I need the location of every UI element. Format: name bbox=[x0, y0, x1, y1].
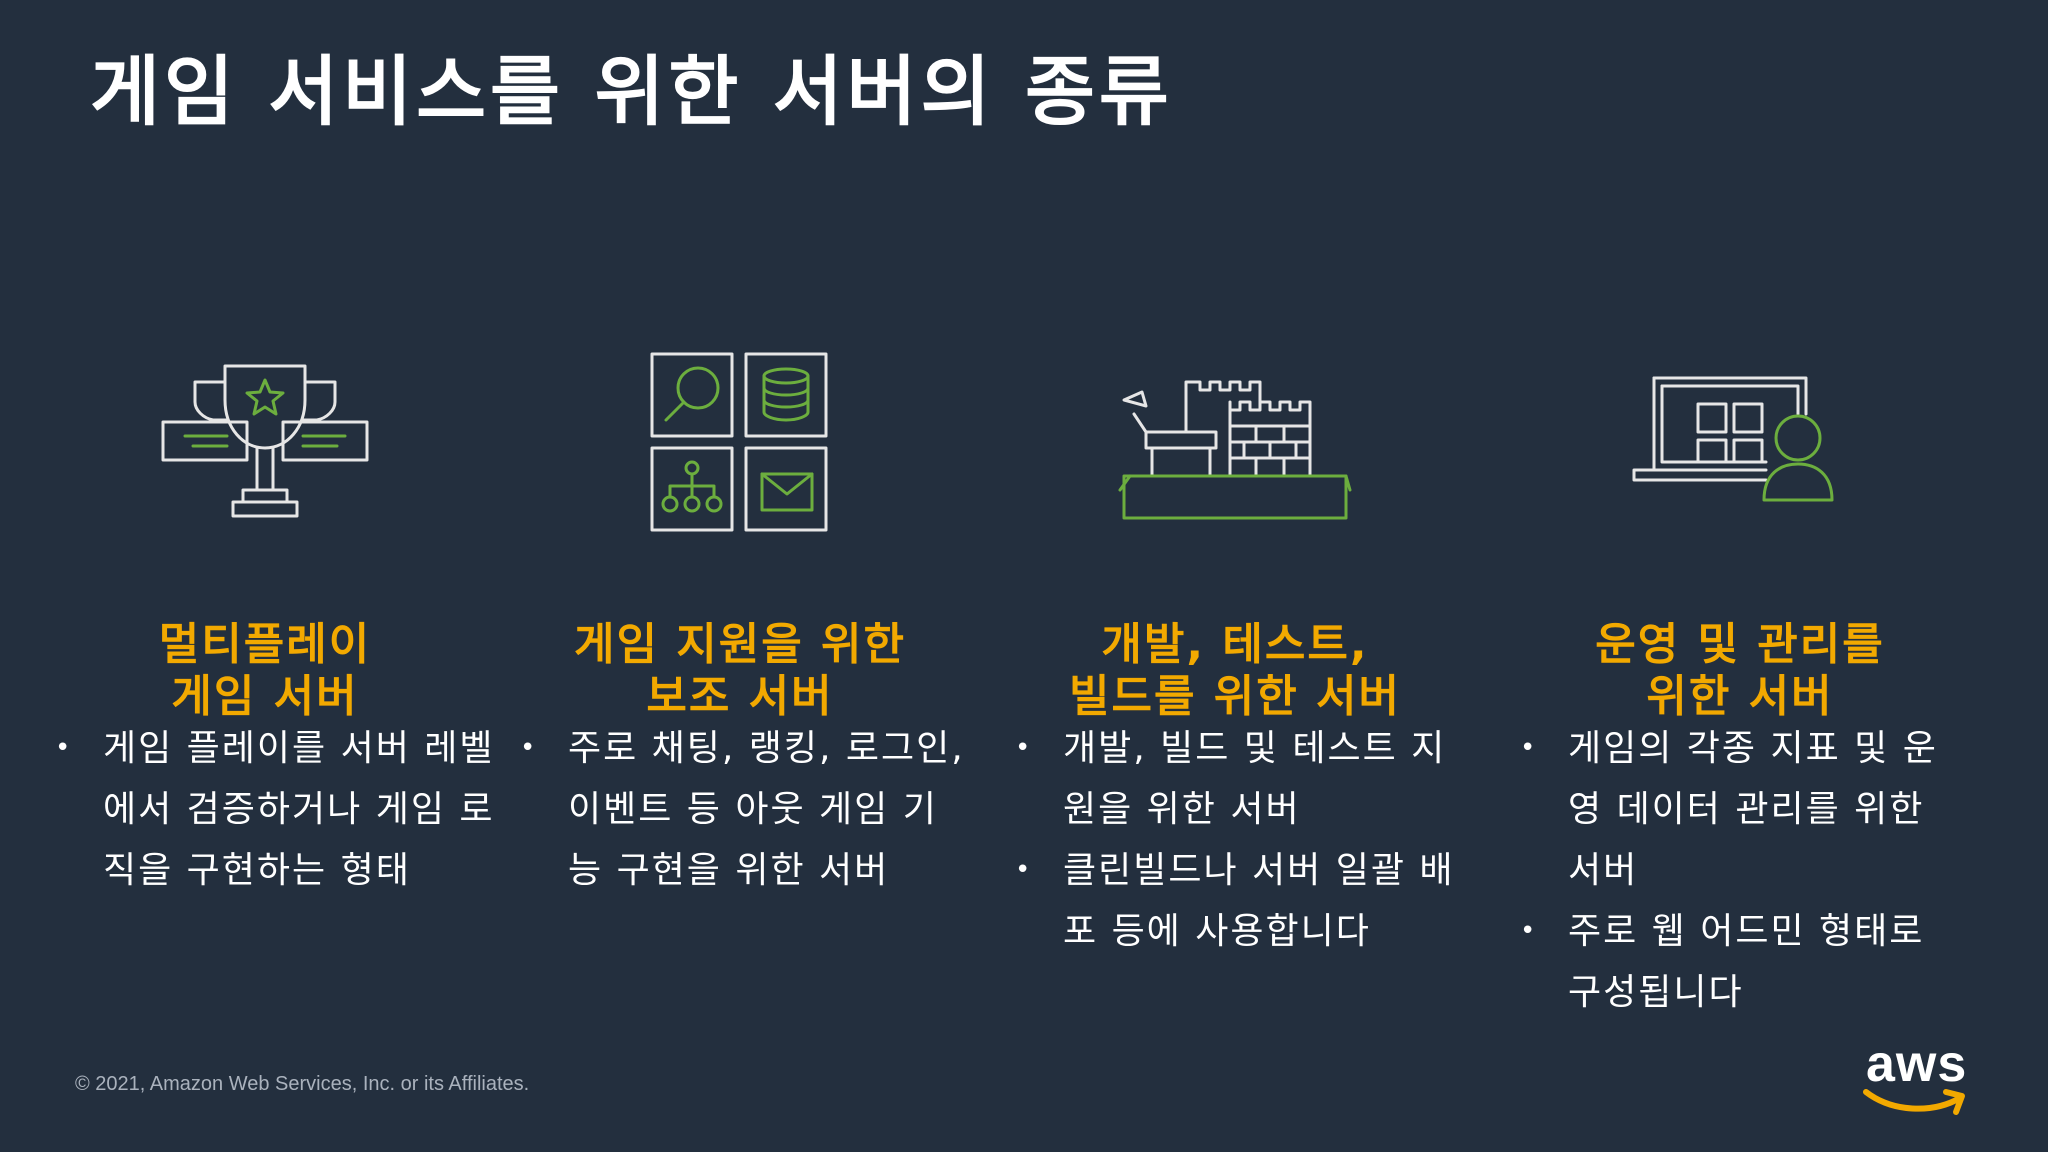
list-item: 주로 웹 어드민 형태로 구성됩니다 bbox=[1520, 901, 1938, 1023]
column-title: 운영 및 관리를 위한 서버 bbox=[1595, 618, 1885, 722]
logo-wordmark: aws bbox=[1866, 1035, 1968, 1093]
smile-arrow-icon bbox=[1863, 1089, 1965, 1115]
trophy-icon bbox=[161, 364, 369, 518]
slide-title: 게임 서비스를 위한 서버의 종류 bbox=[90, 47, 1173, 136]
bullet-list: 게임 플레이를 서버 레벨 에서 검증하거나 게임 로 직을 구현하는 형태 bbox=[55, 718, 495, 901]
bullet-list: 개발, 빌드 및 테스트 지 원을 위한 서버 클린빌드나 서버 일괄 배 포 … bbox=[1015, 718, 1455, 962]
list-item: 주로 채팅, 랭킹, 로그인, 이벤트 등 아웃 게임 기 능 구현을 위한 서… bbox=[520, 718, 965, 901]
column-title: 게임 지원을 위한 보조 서버 bbox=[574, 618, 906, 722]
sandcastle-icon bbox=[1118, 380, 1352, 520]
service-grid-icon bbox=[650, 352, 828, 532]
list-item: 개발, 빌드 및 테스트 지 원을 위한 서버 bbox=[1015, 718, 1455, 840]
bullet-list: 게임의 각종 지표 및 운 영 데이터 관리를 위한 서버 주로 웹 어드민 형… bbox=[1520, 718, 1938, 1023]
column-title: 멀티플레이 게임 서버 bbox=[158, 618, 372, 722]
copyright-notice: © 2021, Amazon Web Services, Inc. or its… bbox=[75, 1073, 530, 1095]
column-title: 개발, 테스트, 빌드를 위한 서버 bbox=[1069, 618, 1401, 722]
admin-laptop-icon bbox=[1632, 376, 1834, 502]
aws-logo: aws bbox=[1862, 1035, 1972, 1118]
bullet-list: 주로 채팅, 랭킹, 로그인, 이벤트 등 아웃 게임 기 능 구현을 위한 서… bbox=[520, 718, 965, 901]
list-item: 게임 플레이를 서버 레벨 에서 검증하거나 게임 로 직을 구현하는 형태 bbox=[55, 718, 495, 901]
list-item: 게임의 각종 지표 및 운 영 데이터 관리를 위한 서버 bbox=[1520, 718, 1938, 901]
list-item: 클린빌드나 서버 일괄 배 포 등에 사용합니다 bbox=[1015, 840, 1455, 962]
